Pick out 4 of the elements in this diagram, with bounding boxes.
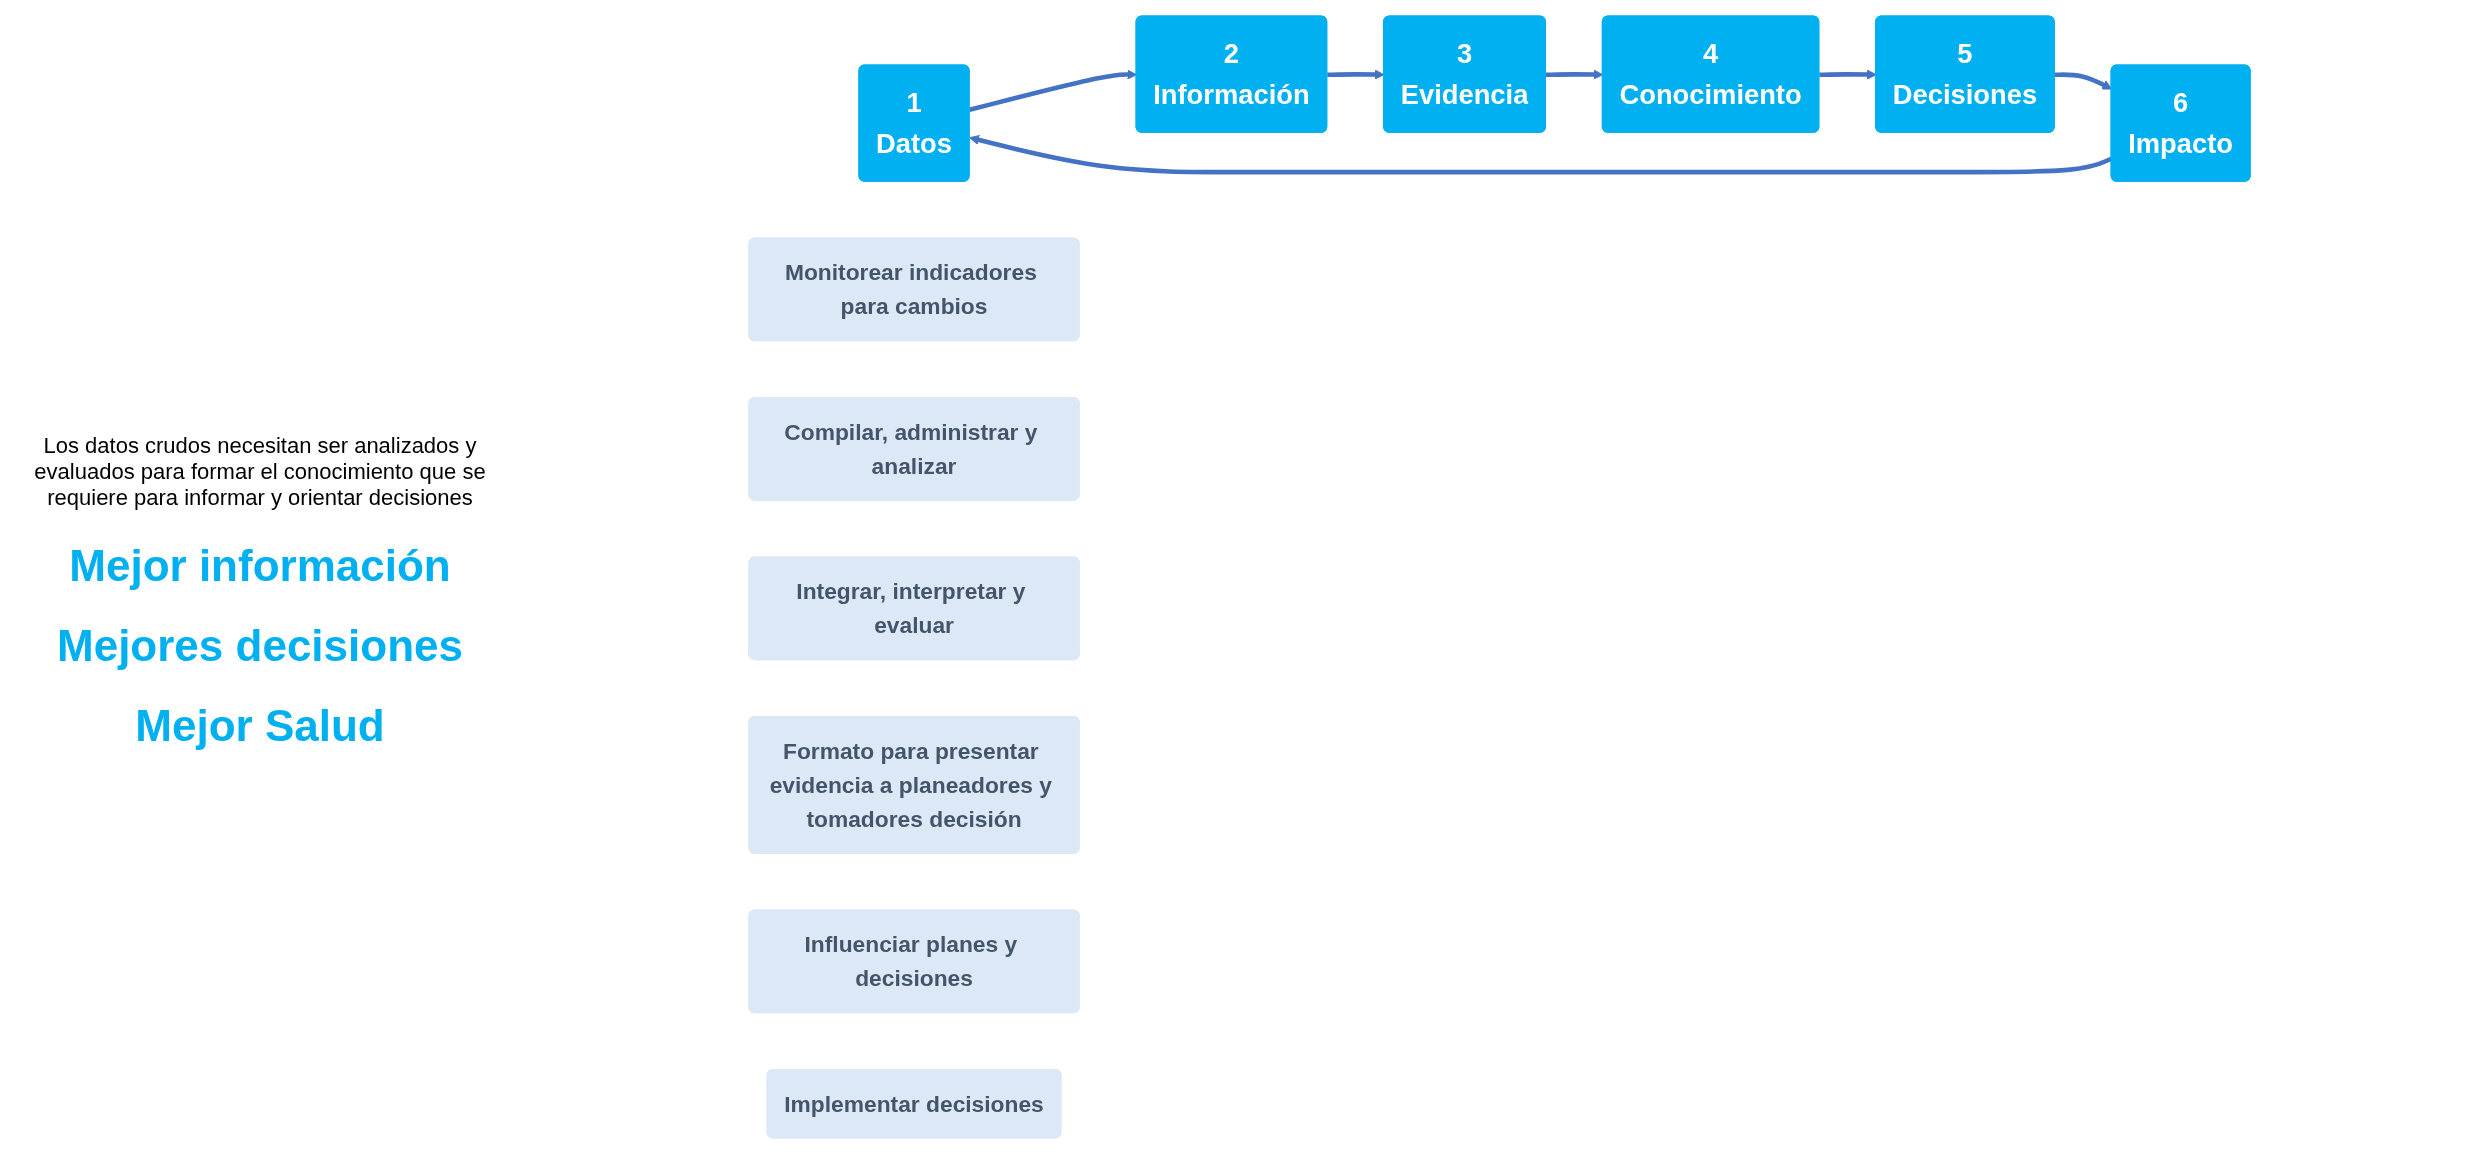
side-note: Los datos crudos necesitan ser analizados y evaluados para formar el conocimiento que se requiere para informar y orientar decisiones	[33, 432, 487, 511]
center-slogan: Mejores decisiones	[56, 620, 464, 671]
center-slogan: Mejor Salud	[134, 700, 386, 751]
center-slogan: Mejor información	[68, 540, 452, 591]
